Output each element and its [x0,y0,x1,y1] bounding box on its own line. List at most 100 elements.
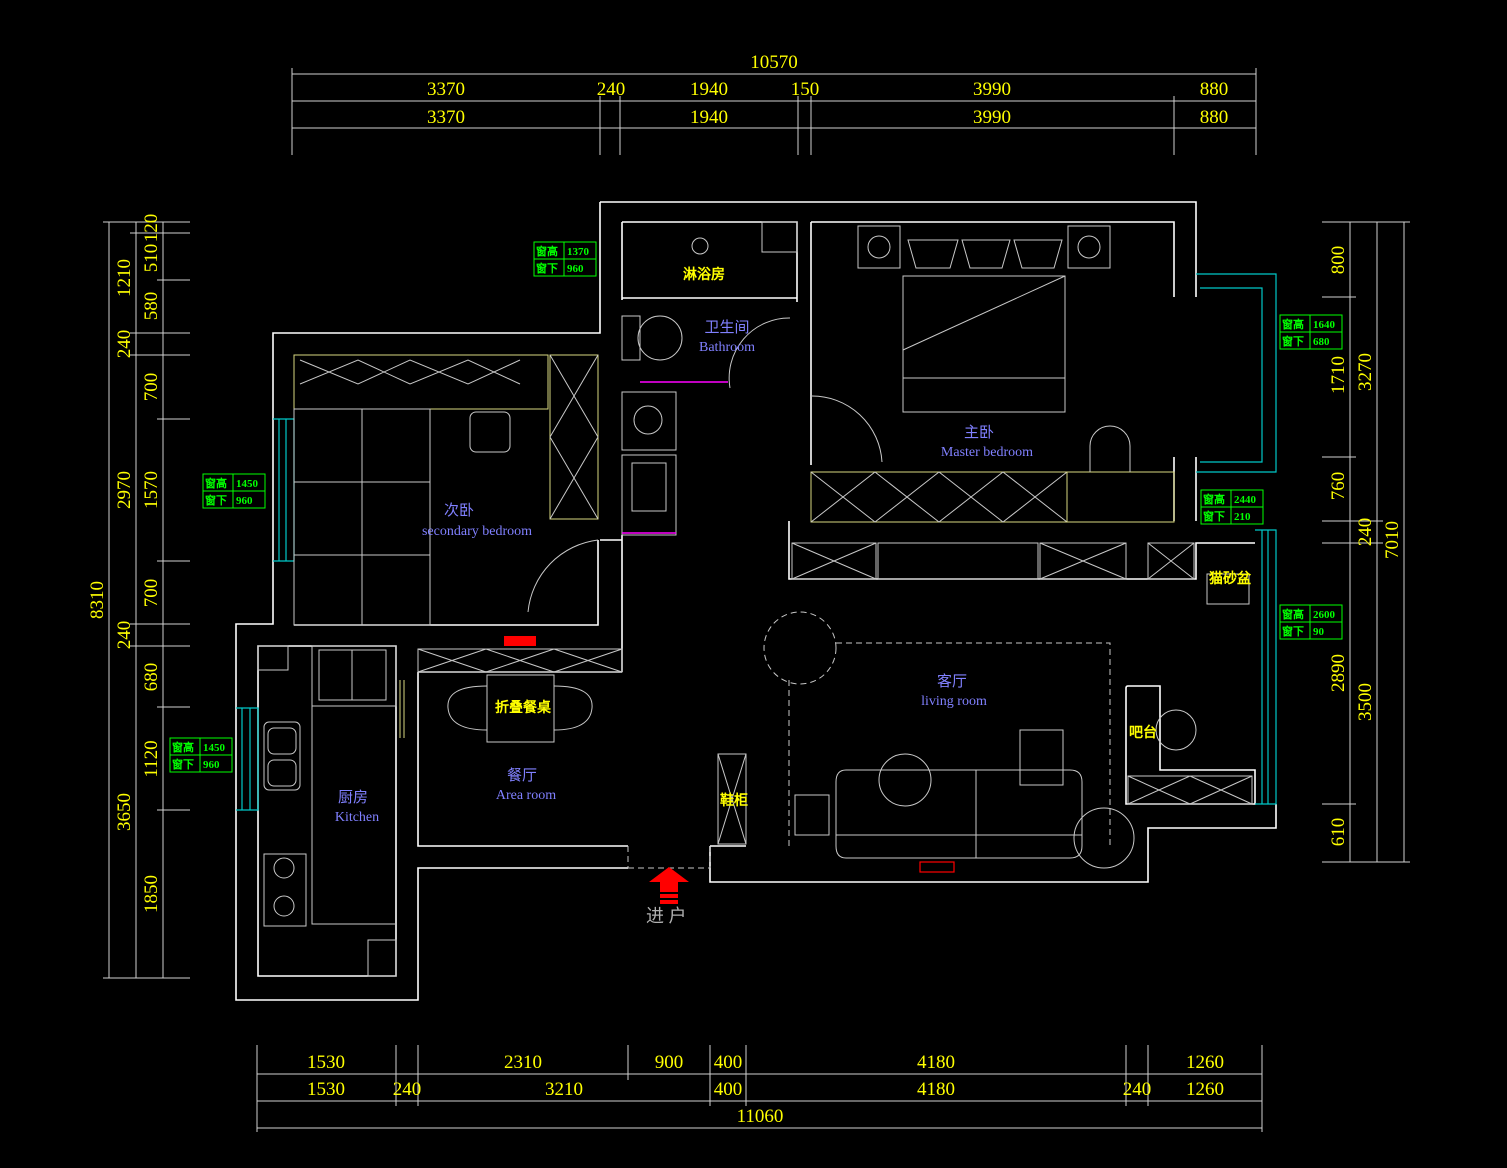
svg-text:窗下: 窗下 [172,757,194,771]
bar-label: 吧台 [1129,724,1157,741]
svg-text:窗高: 窗高 [205,476,227,490]
svg-text:960: 960 [236,495,253,507]
furniture [257,221,1253,977]
right-total-dim: 7010 [1382,521,1403,559]
bottom-total-dim: 11060 [737,1106,784,1127]
left-total-dim: 8310 [87,581,108,619]
right-dim: 800 [1328,246,1349,275]
right-dim: 240 [1355,518,1376,547]
top-dim: 3990 [973,79,1011,100]
living-room-label-en: living room [921,694,987,709]
svg-text:窗下: 窗下 [1282,624,1304,638]
right-dim: 760 [1328,472,1349,501]
left-dim: 2970 [114,471,135,509]
svg-text:窗高: 窗高 [1203,492,1225,506]
left-dim: 120 [141,214,162,243]
right-dim: 3500 [1355,683,1376,721]
svg-text:90: 90 [1313,626,1325,638]
bottom-dim: 1530 [307,1079,345,1100]
entry-label: 进 户 [646,906,687,926]
dining-label: 餐厅 [507,767,537,784]
secondary-bedroom-label: 次卧 [444,502,474,519]
bottom-dim: 2310 [504,1052,542,1073]
left-dim: 580 [141,292,162,321]
top-dim: 1940 [690,107,728,128]
svg-text:窗下: 窗下 [536,261,558,275]
left-dim: 240 [114,621,135,650]
bottom-dim: 900 [655,1052,684,1073]
shoe-cabinet-label: 鞋柜 [720,792,748,809]
bottom-dim: 1260 [1186,1079,1224,1100]
left-dim: 700 [141,579,162,608]
top-dimensions: 10570 3370 240 1940 150 3990 880 3370 19… [291,52,1257,155]
top-total-dim: 10570 [750,52,798,73]
top-dim: 240 [597,79,626,100]
svg-text:1640: 1640 [1313,319,1336,331]
kitchen-label: 厨房 [338,789,368,806]
top-dim: 1940 [690,79,728,100]
bottom-dim: 4180 [917,1079,955,1100]
window-tag: 窗高 2440 窗下 210 [1200,489,1264,525]
bottom-dimensions: 1530 2310 900 400 4180 1260 1530 240 321… [256,1045,1263,1132]
opening-marker [919,861,955,873]
svg-text:2440: 2440 [1234,494,1257,506]
svg-text:窗高: 窗高 [1282,317,1304,331]
left-dim: 1850 [141,875,162,913]
bathroom-label-en: Bathroom [699,340,755,355]
folding-table-label: 折叠餐桌 [495,699,552,716]
svg-text:1370: 1370 [567,246,590,258]
svg-text:1450: 1450 [236,478,259,490]
left-dim: 510 [141,244,162,273]
bottom-dim: 240 [393,1079,422,1100]
opening-marker [504,636,536,646]
window-tag: 窗高 1640 窗下 680 [1279,314,1343,350]
svg-text:680: 680 [1313,336,1330,348]
entry-arrow-icon [649,867,689,892]
top-dim: 880 [1200,107,1229,128]
secondary-bedroom-label-en: secondary bedroom [422,524,532,539]
svg-text:窗下: 窗下 [1282,334,1304,348]
svg-text:窗高: 窗高 [1282,607,1304,621]
left-dim: 3650 [114,793,135,831]
bottom-dim: 3210 [545,1079,583,1100]
right-dim: 1710 [1328,356,1349,394]
right-dim: 2890 [1328,654,1349,692]
window-tag: 窗高 1370 窗下 960 [533,241,597,277]
left-dim: 240 [114,330,135,359]
svg-text:960: 960 [203,759,220,771]
svg-text:210: 210 [1234,511,1251,523]
left-dim: 1120 [141,740,162,777]
bathroom-label: 卫生间 [704,319,749,336]
svg-text:2600: 2600 [1313,609,1336,621]
bottom-dim: 400 [714,1079,743,1100]
living-room-label: 客厅 [937,673,967,690]
top-dim: 3370 [427,107,465,128]
litter-box-label: 猫砂盆 [1209,570,1252,587]
master-bedroom-label: 主卧 [964,424,994,441]
top-dim: 880 [1200,79,1229,100]
svg-text:1450: 1450 [203,742,226,754]
right-dimensions: 800 1710 760 2890 610 3270 240 3500 7010 [1322,221,1410,863]
dining-label-en: Area room [496,788,556,803]
shower-label: 淋浴房 [683,266,725,283]
top-dim: 3370 [427,79,465,100]
bottom-dim: 1260 [1186,1052,1224,1073]
bottom-dim: 1530 [307,1052,345,1073]
right-dim: 3270 [1355,353,1376,391]
top-dim: 150 [791,79,820,100]
svg-text:窗高: 窗高 [536,244,558,258]
top-dim: 3990 [973,107,1011,128]
svg-text:960: 960 [567,263,584,275]
walls [235,201,1277,1001]
svg-text:窗下: 窗下 [1203,509,1225,523]
right-dim: 610 [1328,818,1349,847]
kitchen-label-en: Kitchen [335,810,379,825]
window-tag: 窗高 2600 窗下 90 [1279,604,1343,640]
master-bedroom-label-en: Master bedroom [941,445,1033,460]
window-tag: 窗高 1450 窗下 960 [169,737,233,773]
svg-text:窗下: 窗下 [205,493,227,507]
room-labels: 淋浴房 卫生间 Bathroom 主卧 Master bedroom 次卧 se… [335,266,1252,825]
left-dim: 700 [141,373,162,402]
left-dimensions: 8310 1210 240 2970 240 3650 510 120 580 … [87,214,190,979]
